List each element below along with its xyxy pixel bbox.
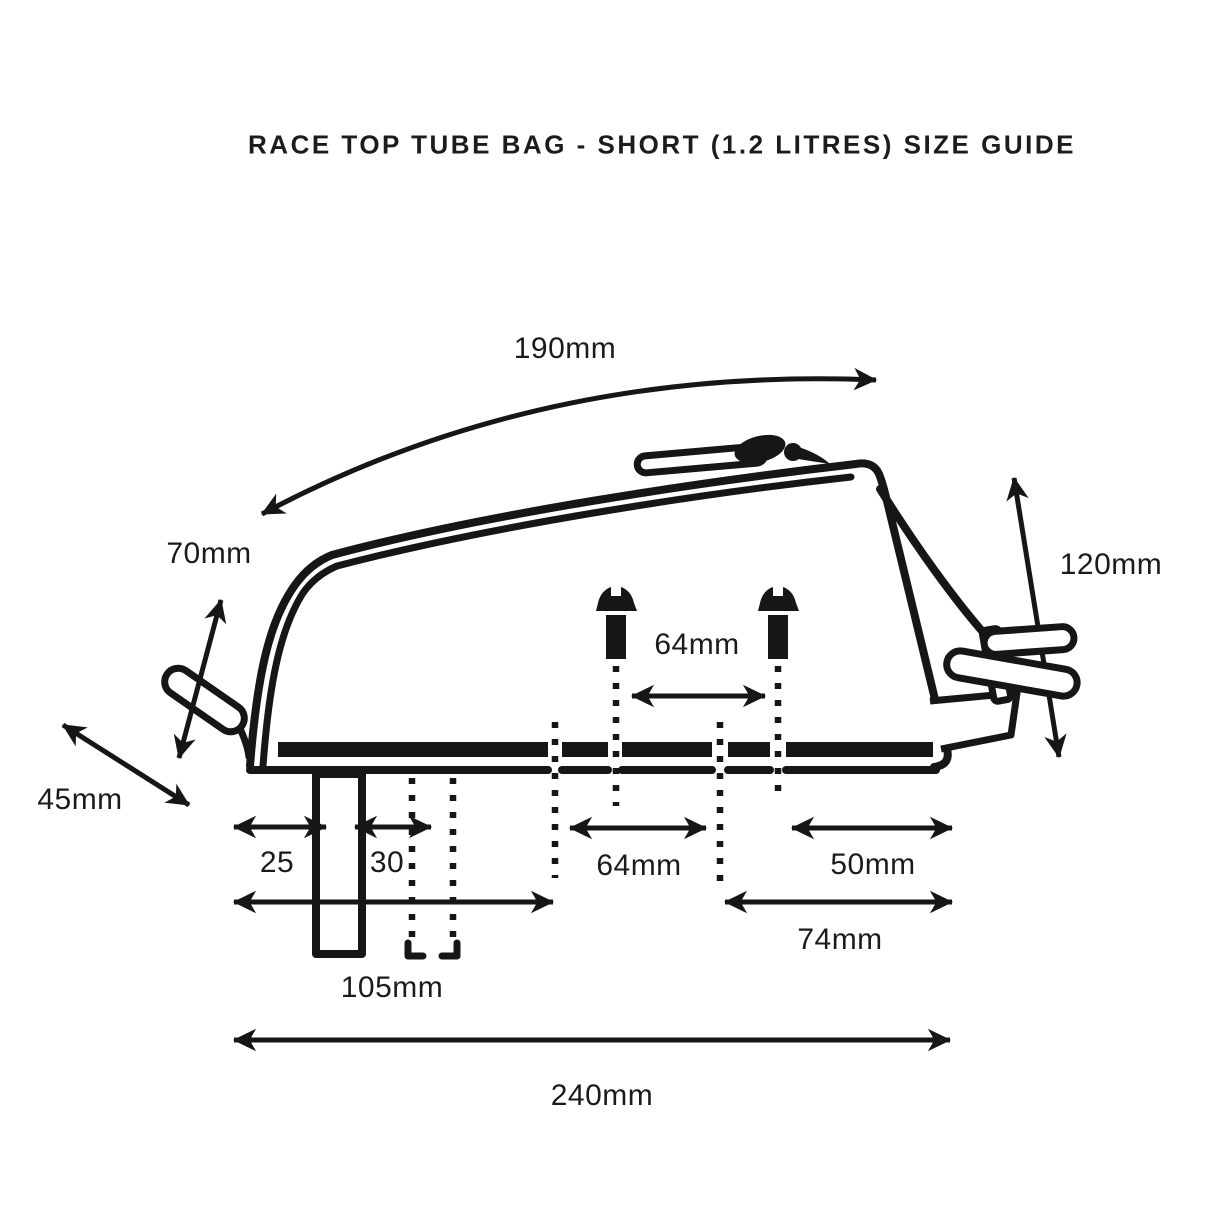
base-rail — [278, 742, 933, 757]
dim-label-front-drop: 45mm — [37, 783, 123, 816]
diagram-title: RACE TOP TUBE BAG - SHORT (1.2 LITRES) S… — [248, 129, 1076, 160]
dim-label-front-tab-left: 25 — [259, 846, 295, 879]
buckle-loop-upper — [980, 623, 1078, 658]
dim-arrow-top-curve — [260, 367, 878, 517]
dim-label-bolt-spacing-base: 64mm — [596, 849, 682, 882]
dim-label-front-height: 70mm — [166, 537, 252, 570]
dim-label-top-curve: 190mm — [513, 332, 617, 365]
rear-flap-edge — [876, 485, 993, 643]
dim-label-rear-span: 74mm — [797, 923, 883, 956]
mount-bolt-left — [596, 587, 637, 659]
front-mount-tab — [312, 770, 366, 958]
dim-label-bolt-spacing: 64mm — [654, 628, 740, 661]
guide-lines — [551, 666, 782, 884]
dim-arrow-front-drop — [61, 722, 191, 808]
front-strap — [161, 664, 253, 761]
dimension-arrows — [61, 367, 954, 1052]
mount-bolt-right — [758, 587, 799, 659]
alt-mount-tab-dashed — [404, 778, 461, 960]
dim-label-rear-section: 50mm — [830, 848, 916, 881]
dim-label-front-tab-right: 30 — [369, 846, 405, 879]
dim-label-front-span: 105mm — [340, 971, 444, 1004]
dim-label-total-length: 240mm — [550, 1079, 654, 1112]
dim-arrow-rear-height — [1006, 476, 1067, 759]
dim-label-rear-height: 120mm — [1059, 548, 1163, 581]
rear-buckle — [929, 623, 1081, 753]
buckle-loop-lower — [943, 647, 1081, 700]
rear-panel — [929, 689, 1021, 753]
